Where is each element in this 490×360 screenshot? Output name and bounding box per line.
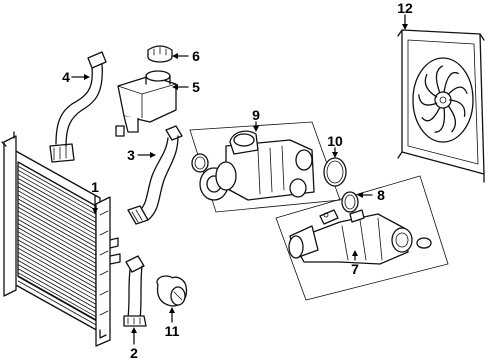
callout-9: 9 xyxy=(252,107,260,123)
radiator-fin-line xyxy=(17,206,97,252)
radiator-fin-line xyxy=(17,177,97,223)
radiator-fin-line xyxy=(17,223,97,268)
callout-8: 8 xyxy=(377,187,385,203)
hose-fitting xyxy=(156,275,188,307)
reservoir-cap xyxy=(147,45,173,63)
radiator-fin-line xyxy=(17,235,97,281)
fan-blade xyxy=(443,71,459,92)
radiator-fin-line xyxy=(17,186,97,232)
radiator-fin-line xyxy=(17,198,97,244)
fan-blade xyxy=(449,99,466,117)
callout-7: 7 xyxy=(351,261,359,277)
radiator-fin-line xyxy=(17,227,97,273)
lower-radiator-hose xyxy=(123,255,147,327)
callout-1: 1 xyxy=(91,179,99,195)
radiator-fin-line xyxy=(17,247,97,293)
radiator-fin-line xyxy=(17,218,97,264)
radiator-fin-line xyxy=(17,280,97,326)
fan-blade xyxy=(435,65,444,93)
radiator xyxy=(1,131,121,347)
radiator-fin-line xyxy=(17,210,97,256)
callout-labels: 1 2 3 4 5 6 7 8 9 10 11 12 xyxy=(62,0,413,360)
callout-3: 3 xyxy=(127,147,135,163)
leader-lines xyxy=(71,14,408,345)
callout-6: 6 xyxy=(192,48,200,64)
thermostat-housing xyxy=(275,175,449,301)
callout-2: 2 xyxy=(130,345,138,360)
radiator-fin-line xyxy=(17,165,97,211)
radiator-fin-line xyxy=(17,214,97,260)
fan-blade xyxy=(447,105,457,133)
radiator-fin-line xyxy=(17,272,97,318)
callout-12: 12 xyxy=(397,0,413,16)
o-ring-10 xyxy=(323,157,347,187)
upper-radiator-hose xyxy=(49,51,107,163)
fan-blade xyxy=(434,108,446,133)
radiator-fin-line xyxy=(17,202,97,248)
radiator-fin-line xyxy=(17,239,97,285)
radiator-fin-line xyxy=(17,182,97,227)
radiator-fin-line xyxy=(17,190,97,236)
radiator-fin-line xyxy=(17,243,97,289)
fan-blade xyxy=(424,73,438,98)
callout-5: 5 xyxy=(192,79,200,95)
water-pump-assembly xyxy=(189,121,341,213)
fan-shroud-assembly xyxy=(397,29,485,183)
fan-blade xyxy=(418,94,438,106)
coolant-reservoir xyxy=(115,70,177,137)
radiator-fin-line xyxy=(17,268,97,314)
radiator-fin-line xyxy=(17,264,97,309)
radiator-fin-line xyxy=(17,251,97,297)
fan-blade xyxy=(421,107,441,122)
coolant-hose-3 xyxy=(127,125,183,225)
callout-10: 10 xyxy=(327,133,343,149)
radiator-fin-line xyxy=(17,194,97,240)
radiator-fin-line xyxy=(17,276,97,322)
callout-11: 11 xyxy=(165,323,180,339)
radiator-fin-line xyxy=(17,255,97,301)
radiator-fin-line xyxy=(17,169,97,215)
callout-4: 4 xyxy=(62,69,70,85)
radiator-fin-line xyxy=(17,259,97,305)
radiator-fin-line xyxy=(17,173,97,219)
fan-blade xyxy=(447,86,468,95)
radiator-fin-line xyxy=(17,231,97,277)
o-ring-8 xyxy=(341,191,359,213)
